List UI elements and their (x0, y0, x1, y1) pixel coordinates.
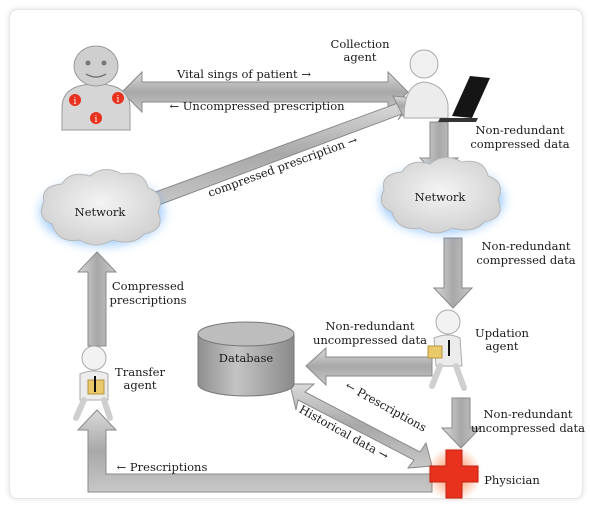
arrow-updation-to-physician (440, 397, 482, 449)
uncompressed-prescription-label: ← Uncompressed prescription (169, 99, 345, 113)
collection-agent-figure (403, 49, 490, 122)
arrow-updation-to-database (305, 346, 433, 387)
svg-text:i: i (117, 95, 120, 105)
arrow-patient-collection (121, 70, 409, 114)
database-cylinder (197, 321, 295, 397)
network-left-label: Network (75, 205, 127, 219)
patient-figure: i i i (61, 45, 131, 131)
network-cloud-right (380, 157, 504, 234)
arrow-transfer-to-network (76, 251, 118, 347)
transfer-agent-figure (73, 345, 113, 421)
network-cloud-left (40, 169, 164, 246)
updation-agent-figure (427, 309, 467, 391)
network-right-label: Network (415, 190, 467, 204)
svg-text:i: i (74, 97, 77, 107)
arrow-network-to-collection-shaft (149, 102, 403, 207)
physician-cross-icon (426, 446, 482, 502)
database-label: Database (219, 351, 274, 365)
vital-signs-label: Vital sings of patient → (176, 67, 311, 81)
svg-text:i: i (95, 115, 98, 125)
arrow-physician-to-transfer (76, 409, 433, 493)
physician-label: Physician (484, 473, 540, 487)
prescriptions-bottom-label: ← Prescriptions (117, 460, 208, 474)
arrow-network-to-updation (432, 237, 474, 309)
